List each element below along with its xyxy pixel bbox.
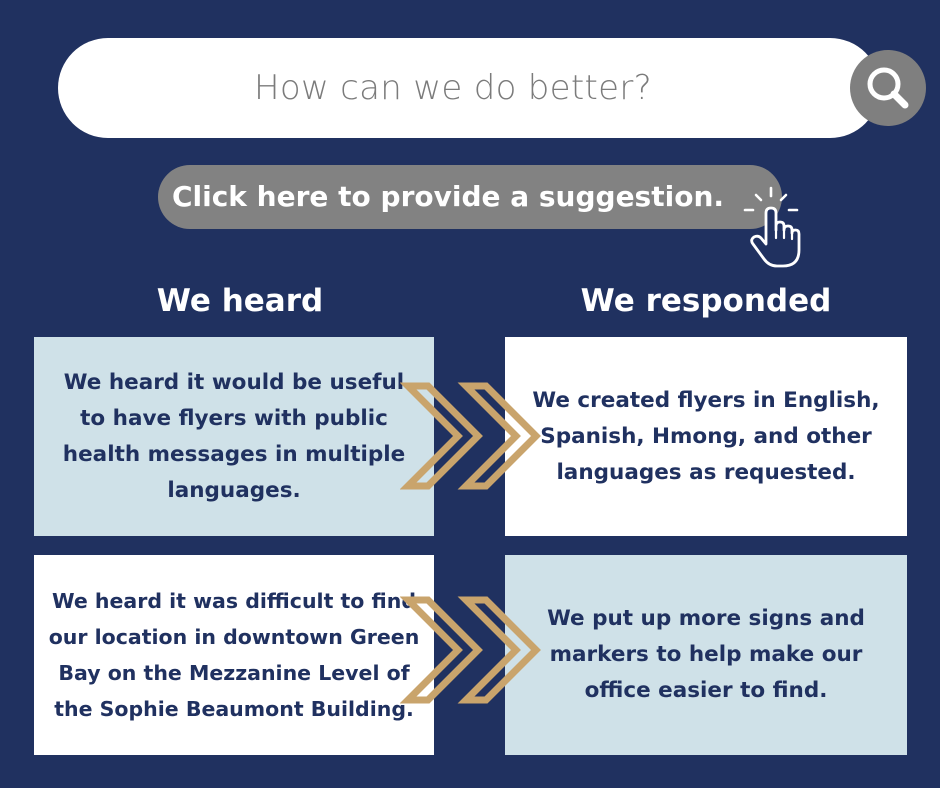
heard-text-1: We heard it would be useful to have flye… [62, 369, 406, 503]
responded-card-2: We put up more signs and markers to help… [505, 555, 907, 755]
heard-card-1: We heard it would be useful to have flye… [34, 337, 434, 536]
heard-text-2: We heard it was difficult to find our lo… [48, 589, 420, 721]
search-bar[interactable]: How can we do better? [58, 38, 926, 138]
we-responded-heading: We responded [580, 283, 832, 319]
search-placeholder: How can we do better? [254, 68, 652, 108]
search-button[interactable] [850, 50, 926, 126]
pointing-hand-icon [743, 186, 801, 268]
suggestion-button[interactable]: Click here to provide a suggestion. [158, 165, 782, 229]
we-heard-heading: We heard [156, 283, 324, 319]
heard-card-2: We heard it was difficult to find our lo… [34, 555, 434, 755]
search-icon [867, 67, 909, 109]
responded-text-2: We put up more signs and markers to help… [547, 606, 865, 703]
double-chevron-icon [400, 382, 541, 490]
responded-text-1: We created flyers in English, Spanish, H… [532, 387, 880, 485]
suggestion-button-label: Click here to provide a suggestion. [171, 180, 725, 213]
double-chevron-icon [400, 596, 541, 704]
responded-card-1: We created flyers in English, Spanish, H… [505, 337, 907, 536]
